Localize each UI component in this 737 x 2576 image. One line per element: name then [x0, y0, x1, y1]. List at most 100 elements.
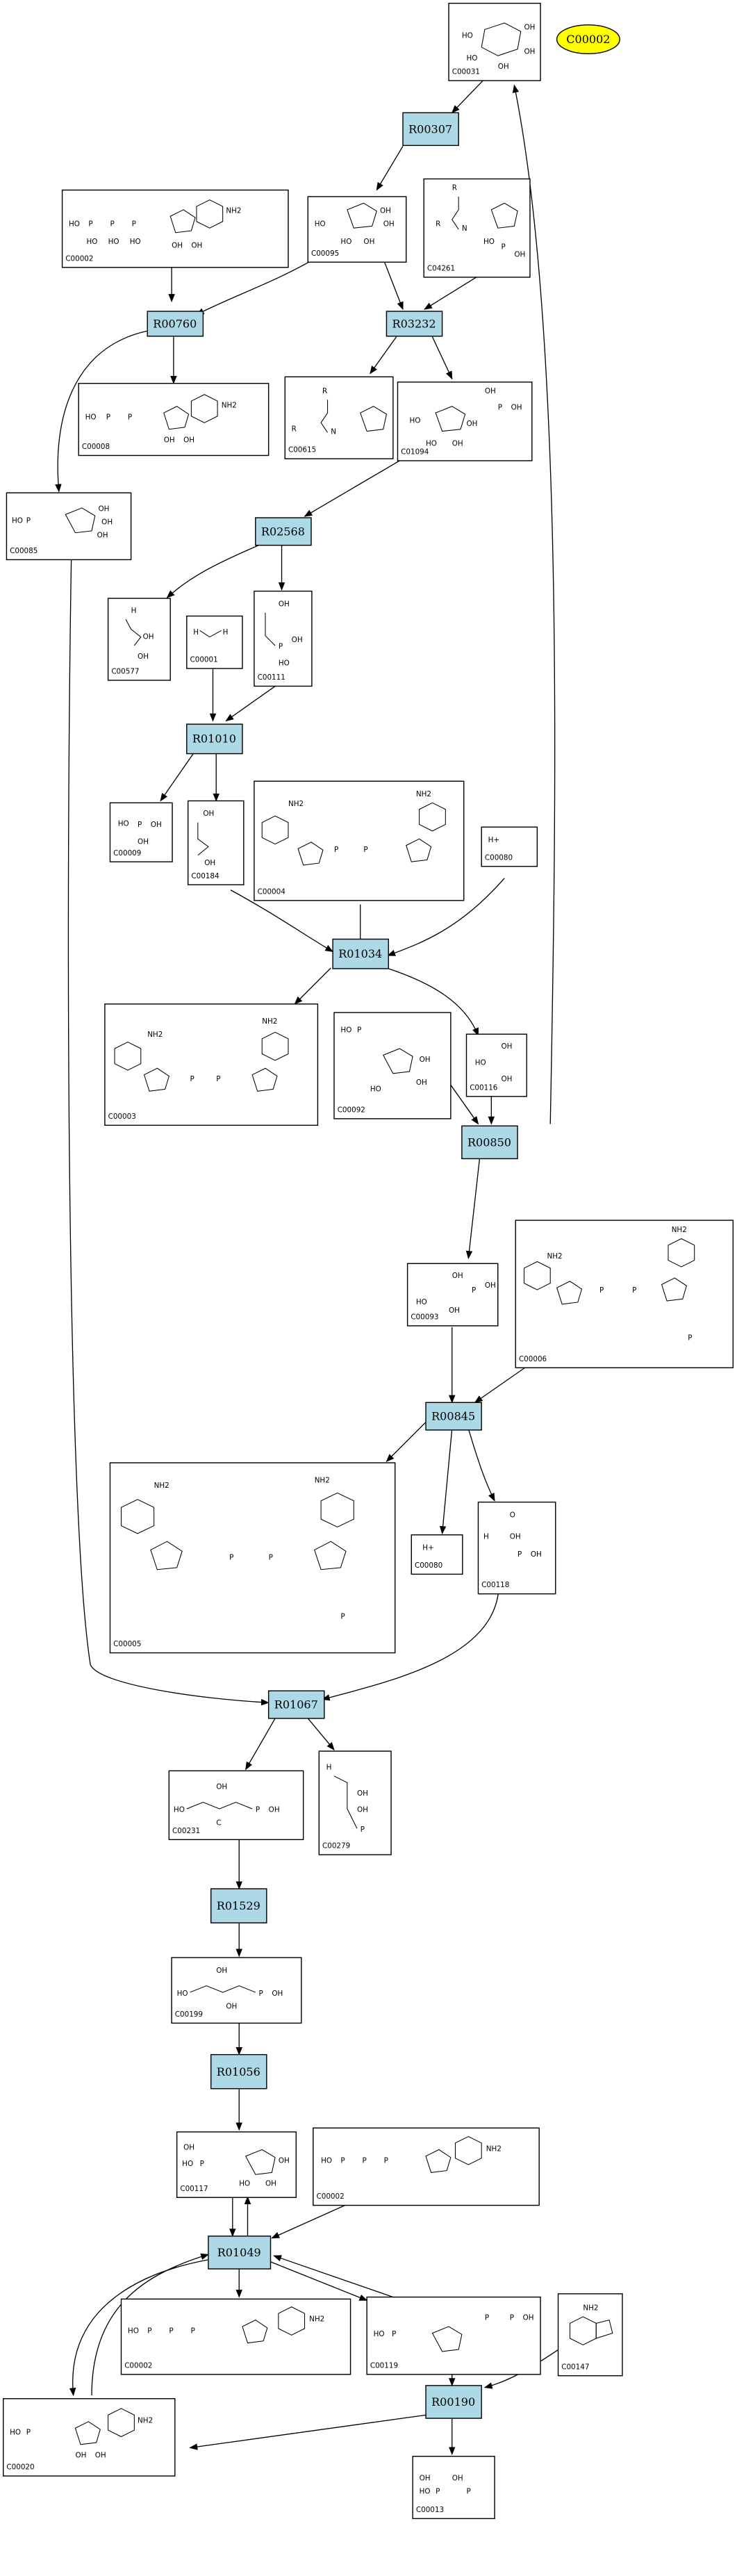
structure-sketch: HO OH P OH OH HO OH	[409, 387, 522, 448]
edge	[424, 271, 486, 310]
svg-text:P: P	[392, 2330, 396, 2338]
reaction-node[interactable]: R00190	[425, 2385, 482, 2419]
svg-text:OH: OH	[485, 387, 496, 395]
reaction-node[interactable]: R00760	[147, 311, 204, 337]
svg-text:OH: OH	[292, 636, 303, 644]
compound-box[interactable]: C00031	[448, 3, 541, 81]
compound-box[interactable]: C00119	[366, 2296, 541, 2375]
compound-id: C00184	[191, 872, 220, 880]
structure-sketch: H OH OH P	[326, 1763, 368, 1834]
reaction-label: R01010	[192, 732, 236, 746]
compound-box[interactable]: C00008	[78, 383, 270, 457]
compound-box[interactable]: C01094	[397, 382, 533, 461]
svg-text:OH: OH	[183, 2143, 194, 2151]
edge	[166, 545, 259, 598]
compound-box[interactable]: C00092	[333, 1012, 452, 1119]
compound-box[interactable]: C00615	[284, 376, 394, 459]
compound-box[interactable]: C00002	[120, 2298, 351, 2375]
compound-id: C00006	[519, 1355, 547, 1363]
structure-sketch: OH HO OH	[475, 1042, 513, 1083]
edge	[55, 330, 148, 493]
compound-box[interactable]: C00002	[61, 189, 289, 268]
compound-box[interactable]: C00001	[186, 615, 243, 669]
reaction-node[interactable]: R00845	[425, 1402, 482, 1431]
structure-sketch: OH OH HO P P	[420, 2475, 471, 2496]
edge	[439, 1428, 453, 1535]
compound-box[interactable]: C00093	[406, 1263, 499, 1327]
svg-text:NH2: NH2	[262, 1017, 277, 1026]
reaction-node[interactable]: R01067	[267, 1690, 325, 1719]
svg-text:OH: OH	[420, 2475, 431, 2483]
svg-text:H: H	[223, 628, 229, 637]
reaction-node[interactable]: R01034	[332, 938, 389, 969]
svg-text:OH: OH	[272, 1990, 283, 1998]
reaction-label: R00307	[408, 122, 452, 136]
reaction-node[interactable]: R01049	[208, 2235, 272, 2270]
compound-box[interactable]: C00004	[254, 780, 465, 901]
compound-box[interactable]: C00184	[187, 800, 245, 885]
compound-box[interactable]: C00111	[254, 590, 313, 687]
svg-text:OH: OH	[172, 241, 183, 249]
structure-sketch: H OH OH	[125, 607, 154, 661]
compound-box[interactable]: C00231	[168, 1770, 304, 1841]
reaction-node[interactable]: R02568	[255, 517, 312, 546]
compound-box[interactable]: C00085	[6, 492, 132, 561]
svg-text:P: P	[436, 2488, 440, 2496]
svg-text:OH: OH	[449, 1306, 460, 1315]
compound-box[interactable]: C00013	[412, 2456, 495, 2520]
svg-text:OH: OH	[416, 1078, 427, 1087]
compound-box[interactable]: C00116	[465, 1033, 527, 1097]
structure-sketch: NH2	[569, 2304, 613, 2346]
reaction-node[interactable]: R00307	[402, 112, 459, 147]
compound-box[interactable]: C00080	[481, 826, 538, 867]
reaction-label: R02568	[261, 525, 305, 539]
compound-box[interactable]: C00020	[3, 2398, 176, 2477]
compound-box[interactable]: C00279	[318, 1750, 392, 1855]
reaction-node[interactable]: R01056	[210, 2053, 267, 2090]
edge	[195, 258, 315, 315]
structure-sketch: HO P P P OH	[374, 2314, 534, 2352]
compound-box[interactable]: C00117	[176, 2131, 297, 2198]
svg-text:P: P	[340, 2156, 345, 2165]
svg-text:OH: OH	[183, 436, 194, 445]
svg-text:OH: OH	[216, 1783, 227, 1791]
svg-text:OH: OH	[420, 1056, 431, 1064]
svg-text:P: P	[485, 2314, 489, 2322]
compound-box[interactable]: C04261	[423, 178, 531, 278]
svg-text:HO: HO	[340, 1026, 351, 1034]
reaction-node[interactable]: R01010	[186, 723, 243, 755]
structure-sketch: R R N HO P OH	[436, 184, 525, 259]
svg-text:P: P	[169, 2327, 173, 2335]
svg-text:P: P	[269, 1554, 273, 1562]
edge	[245, 1718, 276, 1771]
svg-text:NH2: NH2	[315, 1476, 330, 1484]
compound-box[interactable]: C00005	[109, 1462, 396, 1654]
compound-box[interactable]: C00577	[107, 598, 171, 681]
compound-box[interactable]: C00006	[515, 1220, 734, 1368]
compound-box[interactable]: C00199	[171, 1957, 302, 2024]
svg-text:HO: HO	[340, 238, 351, 246]
svg-text:OH: OH	[269, 1806, 280, 1814]
svg-text:NH2: NH2	[486, 2144, 502, 2153]
reaction-node[interactable]: R00850	[461, 1125, 518, 1160]
reaction-node[interactable]: R01529	[210, 1888, 267, 1923]
compound-box[interactable]: C00009	[109, 802, 173, 862]
svg-text:NH2: NH2	[672, 1226, 687, 1234]
svg-text:OH: OH	[452, 439, 463, 448]
compound-id: C00005	[113, 1640, 141, 1648]
edge	[465, 1141, 482, 1259]
svg-text:H+: H+	[488, 836, 499, 844]
compound-box[interactable]: C00147	[557, 2293, 623, 2377]
compound-id: C00118	[481, 1581, 509, 1589]
compound-box[interactable]: C00002	[313, 2127, 540, 2206]
compound-box[interactable]: C00003	[104, 1003, 319, 1126]
target-compound-ellipse[interactable]: C00002	[556, 24, 620, 55]
svg-text:OH: OH	[216, 1967, 227, 1975]
reaction-node[interactable]: R03232	[386, 311, 443, 337]
compound-box[interactable]: C00095	[307, 196, 407, 263]
compound-box[interactable]: C00118	[477, 1501, 556, 1595]
structure-sketch: HO P P P NH2	[128, 2306, 324, 2344]
structure-sketch: OH HO P OH C	[174, 1783, 280, 1828]
compound-box[interactable]: C00080	[411, 1534, 463, 1575]
svg-text:P: P	[132, 220, 136, 228]
